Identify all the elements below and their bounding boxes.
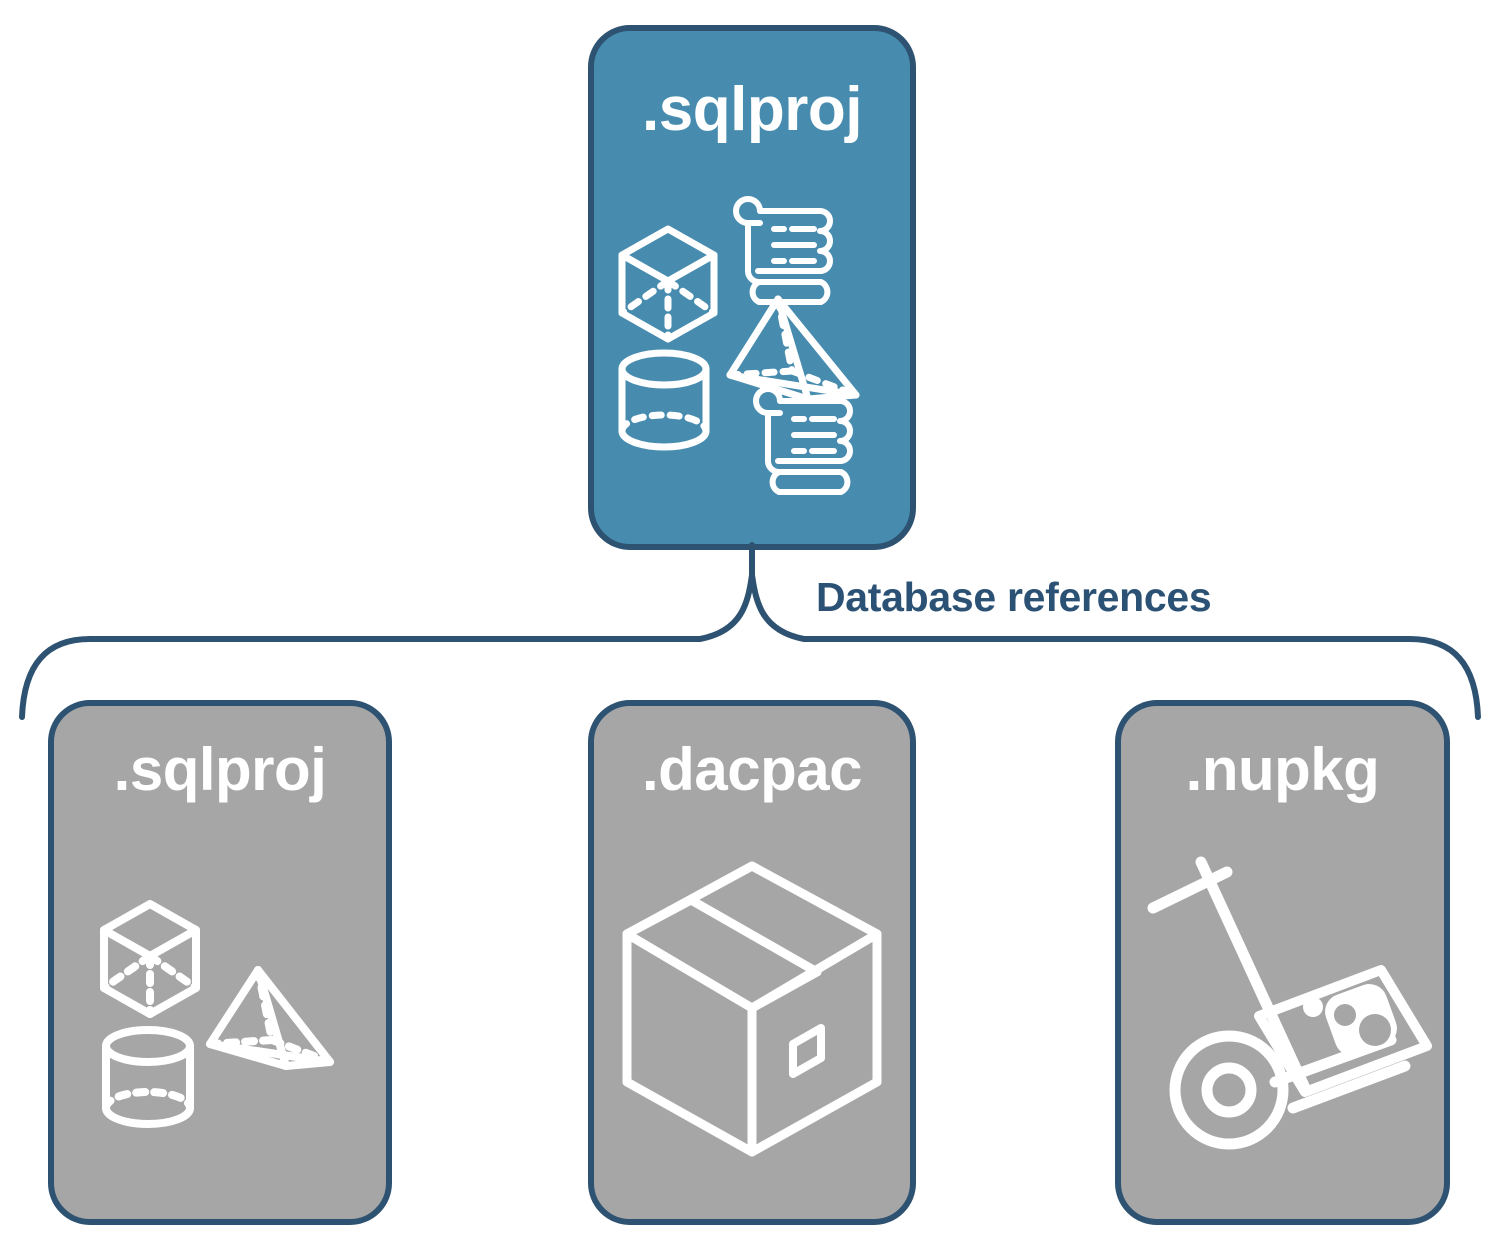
pyramid-wireframe-icon [206,965,334,1070]
dolly-base [1287,1060,1410,1113]
dacpac-reference-card[interactable]: .dacpac [588,700,916,1225]
sqlproj-reference-card-title: .sqlproj [113,736,327,803]
cylinder-wireframe-icon [102,1025,194,1128]
nuget-package-box [1253,964,1432,1097]
cylinder-wireframe-icon [618,349,710,450]
dacpac-reference-card-title: .dacpac [642,736,862,803]
sqlproj-reference-card-artwork [54,800,386,1219]
pyramid-wireframe-icon [726,295,860,402]
nuget-logo-holes [1333,1003,1391,1046]
nuget-logo-dot [1302,996,1323,1017]
shipping-box-icon [622,861,882,1156]
database-objects-illustration [100,899,334,1128]
dolly-handle [1147,866,1232,913]
scroll-icon [753,385,853,495]
sqlproj-root-card-title: .sqlproj [642,75,862,144]
dolly-wheel [1169,1030,1288,1149]
brace-label: Database references [816,574,1212,620]
database-objects-illustration [618,195,860,495]
cube-wireframe-icon [618,225,718,342]
scroll-icon [733,195,833,305]
nupkg-reference-card-title: .nupkg [1185,736,1380,803]
nupkg-reference-card-artwork [1121,800,1444,1219]
dacpac-reference-card-artwork [594,800,910,1219]
sqlproj-root-card-artwork [594,141,910,544]
hand-truck-package-icon [1147,856,1432,1149]
cube-wireframe-icon [100,899,200,1018]
brace-left-arm [19,572,755,720]
sqlproj-reference-card[interactable]: .sqlproj [48,700,392,1225]
nupkg-reference-card[interactable]: .nupkg [1115,700,1450,1225]
sqlproj-root-card[interactable]: .sqlproj [588,25,916,550]
dolly-rail [1195,856,1310,1093]
